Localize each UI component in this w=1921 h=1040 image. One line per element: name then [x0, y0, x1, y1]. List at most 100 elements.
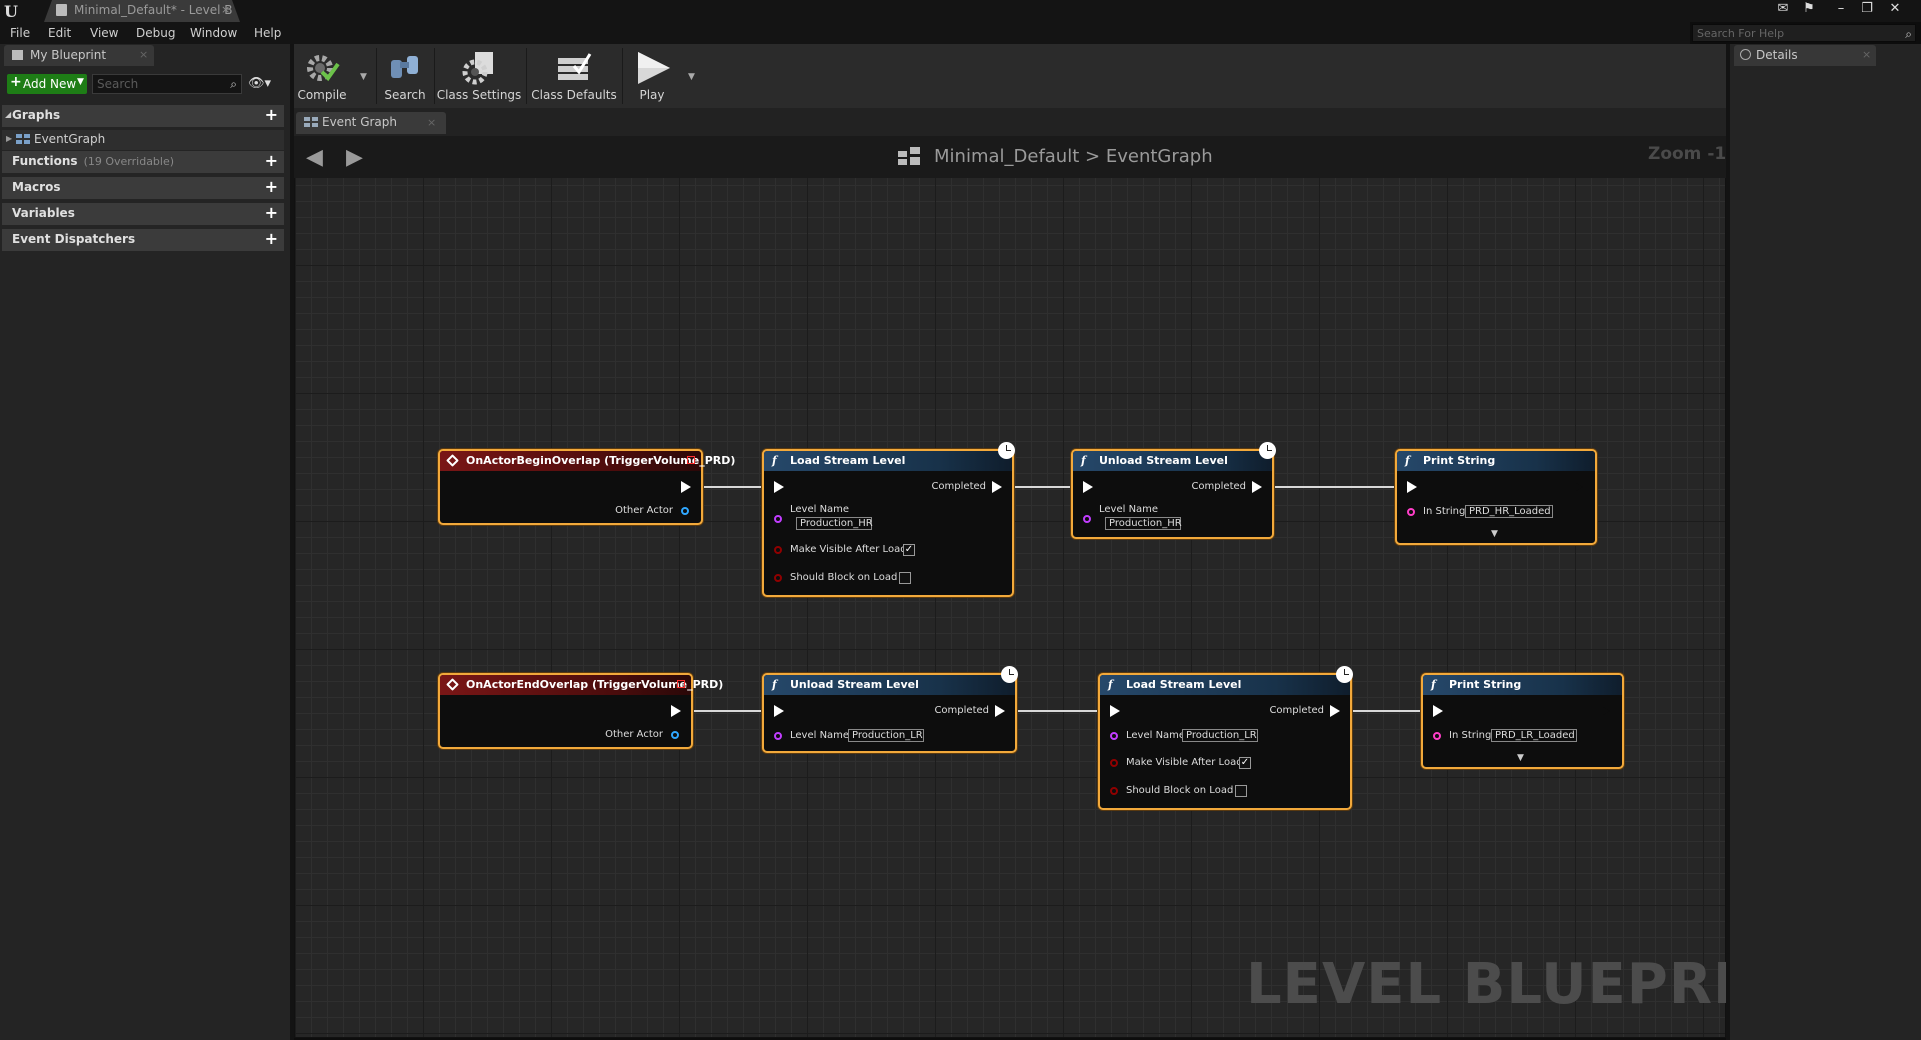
compile-button[interactable]: Compile: [296, 46, 348, 106]
close-tab-icon[interactable]: ×: [1862, 48, 1872, 61]
section-event-dispatchers[interactable]: Event Dispatchers +: [2, 229, 284, 251]
play-button[interactable]: Play: [626, 46, 678, 106]
feedback-icon[interactable]: ✉: [1777, 1, 1789, 16]
exec-input-pin[interactable]: [1407, 481, 1417, 493]
menu-view[interactable]: View: [90, 26, 119, 40]
level-name-pin[interactable]: [1083, 515, 1091, 523]
completed-exec-pin[interactable]: [992, 481, 1002, 493]
node-unload-stream-level-hr[interactable]: f Unload Stream Level Completed Level Na…: [1071, 449, 1274, 539]
completed-exec-pin[interactable]: [1330, 705, 1340, 717]
menu-debug[interactable]: Debug: [136, 26, 176, 40]
notification-icon[interactable]: ⚑: [1803, 1, 1815, 16]
menu-window[interactable]: Window: [190, 26, 238, 40]
should-block-checkbox[interactable]: [1235, 785, 1247, 797]
node-print-string-lr[interactable]: f Print String In String PRD_LR_Loaded ▼: [1421, 673, 1624, 769]
search-button[interactable]: Search: [380, 46, 430, 106]
make-visible-checkbox[interactable]: ✓: [903, 544, 915, 556]
pin-label: In String: [1449, 730, 1492, 741]
other-actor-pin[interactable]: [671, 731, 679, 739]
make-visible-pin[interactable]: [1110, 759, 1118, 767]
exec-output-pin[interactable]: [681, 481, 691, 493]
level-name-pin[interactable]: [774, 732, 782, 740]
close-tab-icon[interactable]: ×: [427, 116, 437, 129]
level-name-field[interactable]: Production_HR: [796, 517, 873, 530]
completed-exec-pin[interactable]: [995, 705, 1005, 717]
add-new-button[interactable]: + Add New ▼: [7, 74, 87, 94]
completed-exec-pin[interactable]: [1252, 481, 1262, 493]
should-block-pin[interactable]: [774, 574, 782, 582]
in-string-pin[interactable]: [1433, 732, 1441, 740]
node-on-actor-begin-overlap[interactable]: OnActorBeginOverlap (TriggerVolume_PRD) …: [438, 449, 735, 525]
details-tab[interactable]: Details ×: [1734, 45, 1876, 66]
in-string-field[interactable]: PRD_HR_Loaded: [1465, 505, 1553, 518]
node-load-stream-level-lr[interactable]: f Load Stream Level Completed Level Name…: [1098, 673, 1352, 810]
delegate-pin-icon[interactable]: [677, 680, 685, 688]
section-variables[interactable]: Variables +: [2, 203, 284, 225]
close-tab-icon[interactable]: ×: [139, 48, 149, 61]
in-string-pin[interactable]: [1407, 508, 1415, 516]
blueprint-search-input[interactable]: Search ⌕: [92, 74, 242, 94]
add-variable-button[interactable]: +: [264, 203, 278, 222]
node-load-stream-level-hr[interactable]: f Load Stream Level Completed Level Name…: [762, 449, 1014, 597]
forward-arrow-icon[interactable]: ▶: [346, 145, 363, 170]
add-graph-button[interactable]: +: [264, 105, 278, 124]
exec-output-pin[interactable]: [671, 705, 681, 717]
tab-event-graph[interactable]: Event Graph ×: [296, 112, 446, 134]
sidebar-item-eventgraph[interactable]: ▶ EventGraph: [2, 130, 284, 150]
close-window-icon[interactable]: ✕: [1889, 1, 1901, 16]
make-visible-checkbox[interactable]: ✓: [1239, 757, 1251, 769]
pin-label: Level Name: [1126, 730, 1186, 741]
add-dispatcher-button[interactable]: +: [264, 229, 278, 248]
panel-splitter[interactable]: [1726, 44, 1730, 1040]
level-name-pin[interactable]: [1110, 732, 1118, 740]
class-defaults-button[interactable]: Class Defaults: [530, 46, 618, 106]
add-macro-button[interactable]: +: [264, 177, 278, 196]
pin-label: Should Block on Load: [790, 572, 898, 583]
exec-input-pin[interactable]: [774, 481, 784, 493]
exec-input-pin[interactable]: [774, 705, 784, 717]
make-visible-pin[interactable]: [774, 546, 782, 554]
breadcrumb-root[interactable]: Minimal_Default: [934, 146, 1080, 167]
should-block-checkbox[interactable]: [899, 572, 911, 584]
level-name-field[interactable]: Production_HR: [1105, 517, 1182, 530]
in-string-field[interactable]: PRD_LR_Loaded: [1491, 729, 1577, 742]
pin-label: Other Actor: [605, 729, 663, 740]
level-name-pin[interactable]: [774, 515, 782, 523]
delegate-pin-icon[interactable]: [687, 456, 695, 464]
exec-output-pin[interactable]: [1602, 705, 1612, 717]
view-options-eye-icon[interactable]: 👁▾: [248, 76, 272, 91]
compile-options-chevron-icon[interactable]: ▼: [360, 72, 367, 82]
menu-edit[interactable]: Edit: [48, 26, 72, 40]
exec-input-pin[interactable]: [1083, 481, 1093, 493]
section-functions[interactable]: Functions(19 Overridable) +: [2, 151, 284, 173]
back-arrow-icon[interactable]: ◀: [306, 145, 323, 170]
class-settings-button[interactable]: Class Settings: [436, 46, 522, 106]
exec-output-pin[interactable]: [1575, 481, 1585, 493]
advanced-expand-chevron-icon[interactable]: ▼: [1517, 753, 1524, 763]
help-search-input[interactable]: Search For Help ⌕: [1692, 24, 1916, 42]
panel-splitter[interactable]: [290, 44, 294, 1040]
minimize-icon[interactable]: –: [1837, 1, 1845, 16]
section-macros[interactable]: Macros +: [2, 177, 284, 199]
section-graphs[interactable]: ◢ Graphs +: [2, 105, 284, 127]
node-header: [440, 675, 691, 695]
node-unload-stream-level-lr[interactable]: f Unload Stream Level Completed Level Na…: [762, 673, 1017, 753]
exec-input-pin[interactable]: [1110, 705, 1120, 717]
close-tab-icon[interactable]: ×: [221, 3, 231, 16]
play-options-chevron-icon[interactable]: ▼: [688, 72, 695, 82]
level-name-field[interactable]: Production_LR: [848, 729, 924, 742]
menu-help[interactable]: Help: [254, 26, 282, 40]
menu-file[interactable]: File: [10, 26, 31, 40]
level-name-field[interactable]: Production_LR: [1182, 729, 1258, 742]
exec-input-pin[interactable]: [1433, 705, 1443, 717]
advanced-expand-chevron-icon[interactable]: ▼: [1491, 529, 1498, 539]
node-on-actor-end-overlap[interactable]: OnActorEndOverlap (TriggerVolume_PRD) Ot…: [438, 673, 723, 749]
restore-icon[interactable]: ❐: [1861, 1, 1873, 16]
add-function-button[interactable]: +: [264, 151, 278, 170]
document-tab[interactable]: Minimal_Default* - Level B ×: [44, 0, 240, 22]
my-blueprint-tab[interactable]: My Blueprint ×: [4, 45, 154, 66]
other-actor-pin[interactable]: [681, 507, 689, 515]
section-macros-label: Macros: [12, 180, 61, 194]
node-print-string-hr[interactable]: f Print String In String PRD_HR_Loaded ▼: [1395, 449, 1597, 545]
should-block-pin[interactable]: [1110, 787, 1118, 795]
